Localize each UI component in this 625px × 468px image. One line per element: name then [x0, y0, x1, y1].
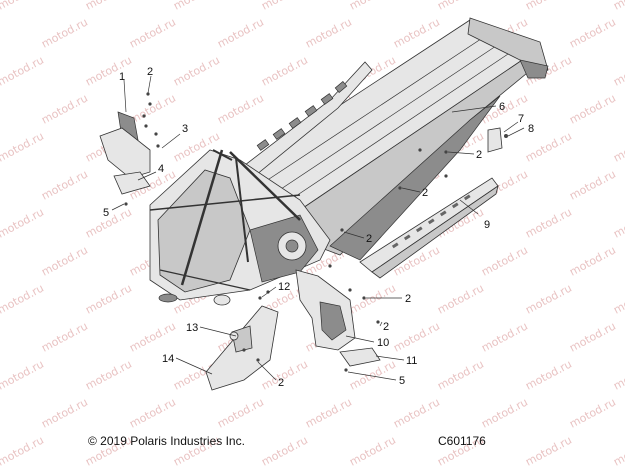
watermark-text: motod.ru — [611, 433, 625, 468]
watermark-text: motod.ru — [215, 15, 266, 50]
watermark-text: motod.ru — [611, 53, 625, 88]
watermark-text: motod.ru — [567, 91, 618, 126]
watermark-text: motod.ru — [523, 0, 574, 13]
callout-2: 2 — [422, 187, 428, 199]
watermark-text: motod.ru — [39, 395, 90, 430]
watermark-text: motod.ru — [83, 357, 134, 392]
watermark-text: motod.ru — [567, 395, 618, 430]
watermark-text: motod.ru — [0, 129, 46, 164]
fasteners — [124, 92, 508, 372]
callout-9: 9 — [484, 219, 490, 231]
watermark-text: motod.ru — [259, 0, 310, 13]
watermark-text: motod.ru — [127, 15, 178, 50]
diagram-part-code: C601176 — [438, 434, 486, 448]
watermark-text: motod.ru — [567, 167, 618, 202]
callout-6: 6 — [499, 101, 505, 113]
callout-14: 14 — [162, 353, 174, 365]
watermark-text: motod.ru — [259, 433, 310, 468]
watermark-text: motod.ru — [347, 281, 398, 316]
watermark-text: motod.ru — [127, 319, 178, 354]
watermark-text: motod.ru — [523, 281, 574, 316]
watermark-text: motod.ru — [567, 15, 618, 50]
watermark-text: motod.ru — [479, 243, 530, 278]
watermark-text: motod.ru — [171, 53, 222, 88]
callout-2: 2 — [405, 293, 411, 305]
watermark-text: motod.ru — [435, 281, 486, 316]
watermark-text: motod.ru — [0, 91, 2, 126]
callout-2: 2 — [278, 377, 284, 389]
callout-8: 8 — [528, 123, 534, 135]
upper-guard — [99, 111, 151, 195]
watermark-text: motod.ru — [523, 433, 574, 468]
watermark-text: motod.ru — [0, 53, 46, 88]
watermark-text: motod.ru — [435, 0, 486, 13]
callout-1: 1 — [119, 71, 125, 83]
callout-3: 3 — [182, 123, 188, 135]
watermark-text: motod.ru — [435, 357, 486, 392]
watermark-text: motod.ru — [0, 319, 2, 354]
watermark-text: motod.ru — [391, 395, 442, 430]
callout-5: 5 — [399, 375, 405, 387]
callout-5: 5 — [103, 207, 109, 219]
watermark-text: motod.ru — [0, 15, 2, 50]
watermark-text: motod.ru — [127, 395, 178, 430]
callout-12: 12 — [278, 281, 290, 293]
watermark-text: motod.ru — [479, 395, 530, 430]
callout-10: 10 — [377, 337, 389, 349]
watermark-text: motod.ru — [347, 433, 398, 468]
chassis-frame — [149, 17, 549, 306]
callout-13: 13 — [186, 322, 198, 334]
watermark-text: motod.ru — [611, 357, 625, 392]
watermark-text: motod.ru — [215, 395, 266, 430]
watermark-text: motod.ru — [0, 243, 2, 278]
lower-left-skid — [205, 305, 279, 391]
watermark-text: motod.ru — [347, 0, 398, 13]
callout-2: 2 — [383, 321, 389, 333]
copyright-notice: © 2019 Polaris Industries Inc. — [88, 434, 245, 448]
watermark-text: motod.ru — [303, 395, 354, 430]
watermark-text: motod.ru — [259, 53, 310, 88]
watermark-text: motod.ru — [303, 15, 354, 50]
watermark-text: motod.ru — [83, 53, 134, 88]
callout-4: 4 — [158, 163, 164, 175]
watermark-text: motod.ru — [39, 91, 90, 126]
watermark-text: motod.ru — [567, 243, 618, 278]
watermark-text: motod.ru — [0, 205, 46, 240]
watermark-text: motod.ru — [611, 205, 625, 240]
watermark-text: motod.ru — [39, 15, 90, 50]
watermark-text: motod.ru — [0, 395, 2, 430]
watermark-text: motod.ru — [0, 357, 46, 392]
watermark-text: motod.ru — [0, 167, 2, 202]
watermark-text: motod.ru — [83, 281, 134, 316]
callout-2: 2 — [476, 149, 482, 161]
watermark-text: motod.ru — [215, 91, 266, 126]
watermark-text: motod.ru — [0, 433, 46, 468]
watermark-text: motod.ru — [39, 167, 90, 202]
watermark-text: motod.ru — [523, 357, 574, 392]
watermark-text: motod.ru — [611, 0, 625, 13]
watermark-text: motod.ru — [39, 243, 90, 278]
watermark-text: motod.ru — [39, 319, 90, 354]
callout-7: 7 — [518, 113, 524, 125]
watermark-text: motod.ru — [567, 319, 618, 354]
watermark-text: motod.ru — [83, 0, 134, 13]
bracket-part — [487, 127, 503, 153]
watermark-text: motod.ru — [523, 205, 574, 240]
callout-11: 11 — [406, 355, 417, 367]
rail-slots — [256, 80, 348, 151]
lower-skid-panel — [295, 269, 381, 367]
watermark-text: motod.ru — [391, 319, 442, 354]
watermark-text: motod.ru — [0, 281, 46, 316]
callout-2: 2 — [147, 66, 153, 78]
watermark-text: motod.ru — [479, 319, 530, 354]
watermark-text: motod.ru — [611, 129, 625, 164]
watermark-text: motod.ru — [611, 281, 625, 316]
watermark-text: motod.ru — [171, 0, 222, 13]
running-board — [359, 177, 499, 279]
callout-2: 2 — [366, 233, 372, 245]
leader-lines — [111, 75, 525, 381]
callouts: 1 2 3 4 5 6 7 8 2 2 9 2 12 2 2 10 13 11 … — [103, 66, 534, 389]
watermark-text: motod.ru — [0, 0, 46, 13]
